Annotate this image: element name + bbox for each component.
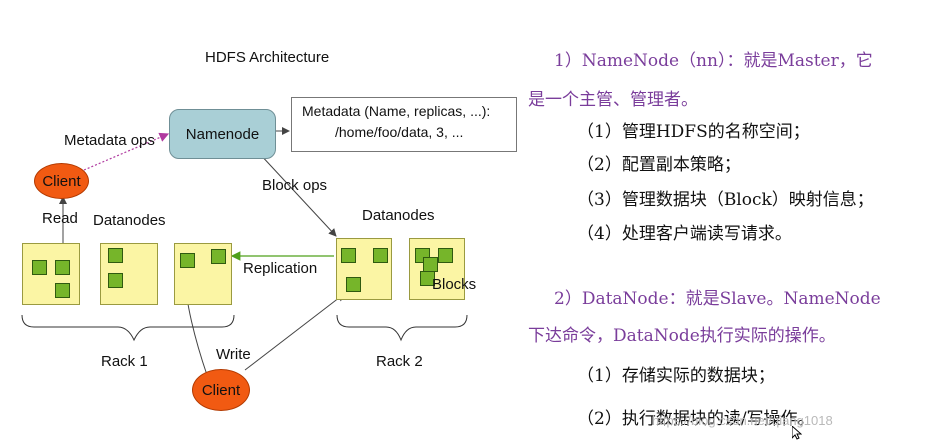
block bbox=[55, 260, 70, 275]
datanode-heading-line2: 下达命令，DataNode执行实际的操作。 bbox=[528, 326, 836, 346]
blocks-label: Blocks bbox=[432, 276, 477, 293]
block-ops-label: Block ops bbox=[262, 177, 328, 194]
block bbox=[108, 273, 123, 288]
namenode-item-2: （2）配置副本策略； bbox=[577, 155, 741, 175]
write-arrow-right bbox=[244, 293, 345, 371]
client-bottom: Client bbox=[192, 369, 250, 411]
datanode bbox=[100, 243, 158, 305]
diagram-connectors bbox=[21, 127, 468, 376]
datanode bbox=[22, 243, 80, 305]
namenode-heading-line2: 是一个主管、管理者。 bbox=[528, 90, 698, 110]
block bbox=[108, 248, 123, 263]
block-ops-arrow bbox=[257, 151, 337, 237]
datanode-item-1: （1）存储实际的数据块； bbox=[577, 366, 775, 386]
metadata-ops-arrow bbox=[83, 132, 170, 171]
namenode-item-3: （3）管理数据块（Block）映射信息； bbox=[577, 190, 874, 210]
namenode-box: Namenode bbox=[169, 109, 276, 159]
metadata-line2: /home/foo/data, 3, ... bbox=[335, 124, 464, 140]
block bbox=[438, 248, 453, 263]
namenode-item-4: （4）处理客户端读写请求。 bbox=[577, 224, 792, 244]
datanode-heading-line1: 2）DataNode：就是Slave。NameNode bbox=[554, 289, 881, 309]
block bbox=[423, 257, 438, 272]
block bbox=[341, 248, 356, 263]
hdfs-architecture-diagram: HDFS Architecture Namenode Metadata (Nam… bbox=[21, 49, 517, 411]
namenode-item-1: （1）管理HDFS的名称空间； bbox=[577, 122, 810, 142]
datanode bbox=[409, 238, 465, 300]
datanodes-left-label: Datanodes bbox=[93, 212, 166, 229]
rack2-brace bbox=[336, 314, 468, 342]
rack2-label: Rack 2 bbox=[376, 353, 423, 370]
mouse-cursor-icon bbox=[792, 426, 802, 440]
write-label: Write bbox=[216, 346, 251, 363]
block bbox=[420, 271, 435, 286]
watermark: https://blog.csdn.net/qiang1018 bbox=[652, 413, 833, 428]
block bbox=[180, 253, 195, 268]
metadata-box: Metadata (Name, replicas, ...): /home/fo… bbox=[291, 97, 517, 152]
datanode bbox=[174, 243, 232, 305]
block bbox=[346, 277, 361, 292]
rack1-label: Rack 1 bbox=[101, 353, 148, 370]
datanode-item-2: （2）执行数据块的读/写操作。 bbox=[577, 409, 815, 429]
datanodes-right-label: Datanodes bbox=[362, 207, 435, 224]
metadata-line1: Metadata (Name, replicas, ...): bbox=[302, 103, 491, 119]
block bbox=[55, 283, 70, 298]
block bbox=[373, 248, 388, 263]
read-label: Read bbox=[42, 210, 78, 227]
diagram-title: HDFS Architecture bbox=[205, 49, 330, 66]
rack1-brace bbox=[21, 314, 235, 342]
block bbox=[211, 249, 226, 264]
namenode-heading-line1: 1）NameNode（nn）：就是Master，它 bbox=[554, 51, 873, 71]
block bbox=[32, 260, 47, 275]
client-top: Client bbox=[34, 163, 89, 199]
metadata-ops-label: Metadata ops bbox=[64, 132, 155, 149]
datanode bbox=[336, 238, 392, 300]
replication-label: Replication bbox=[243, 260, 318, 277]
